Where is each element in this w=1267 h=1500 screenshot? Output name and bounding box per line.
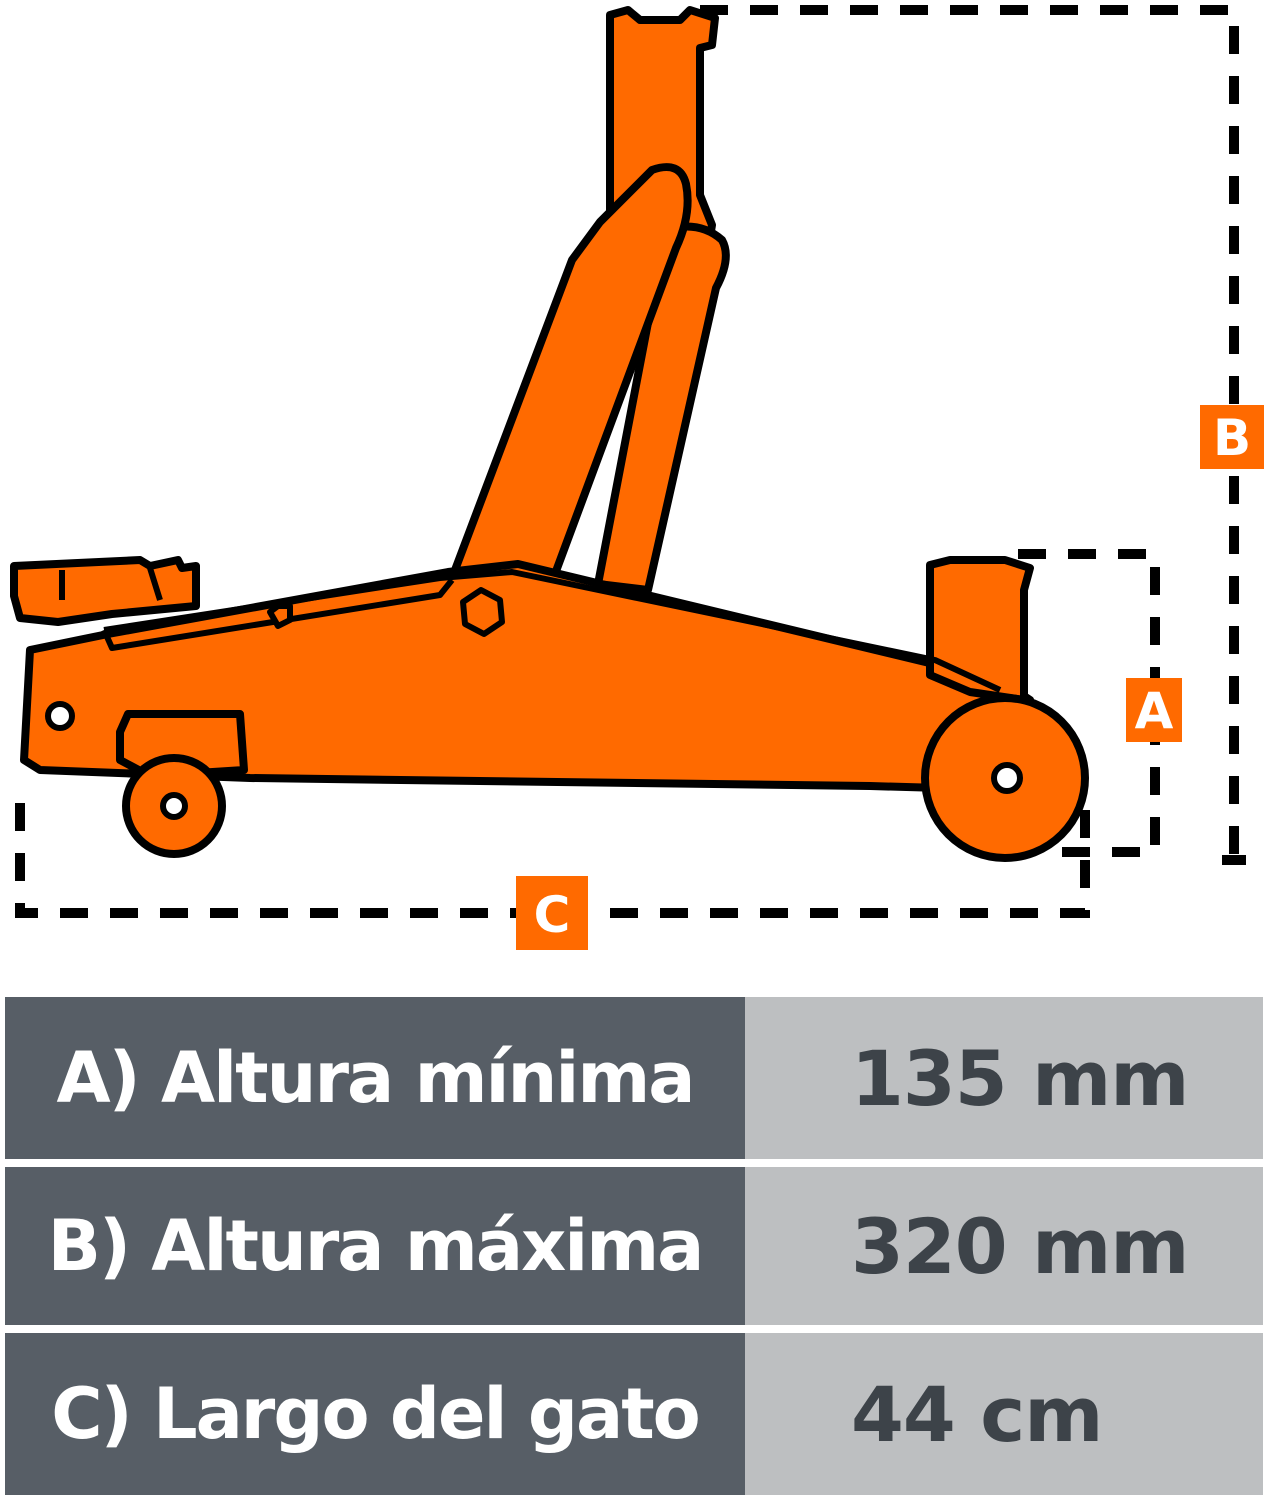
floor-jack-diagram: B A C — [10, 5, 1264, 950]
dimension-label-a: A — [1126, 678, 1182, 742]
svg-text:B: B — [1213, 409, 1251, 467]
svg-text:A: A — [1135, 682, 1174, 740]
spec-table: A) Altura mínima 135 mm B) Altura máxima… — [5, 997, 1263, 1497]
spec-label: A) Altura mínima — [5, 997, 745, 1159]
spec-label: B) Altura máxima — [5, 1167, 745, 1325]
spec-row-min-height: A) Altura mínima 135 mm — [5, 997, 1263, 1159]
spec-row-length: C) Largo del gato 44 cm — [5, 1333, 1263, 1495]
dimension-label-c: C — [516, 876, 588, 950]
spec-row-max-height: B) Altura máxima 320 mm — [5, 1167, 1263, 1325]
svg-text:C: C — [534, 886, 571, 944]
spec-value: 135 mm — [745, 997, 1263, 1159]
dimension-line-c — [15, 803, 1090, 918]
spec-value: 44 cm — [745, 1333, 1263, 1495]
floor-jack-icon — [10, 6, 1089, 862]
dimension-line-a — [1018, 549, 1160, 857]
dimension-label-b: B — [1200, 405, 1264, 469]
spec-label: C) Largo del gato — [5, 1333, 745, 1495]
dimension-line-b — [700, 5, 1239, 860]
jack-details — [45, 567, 1023, 820]
spec-value: 320 mm — [745, 1167, 1263, 1325]
